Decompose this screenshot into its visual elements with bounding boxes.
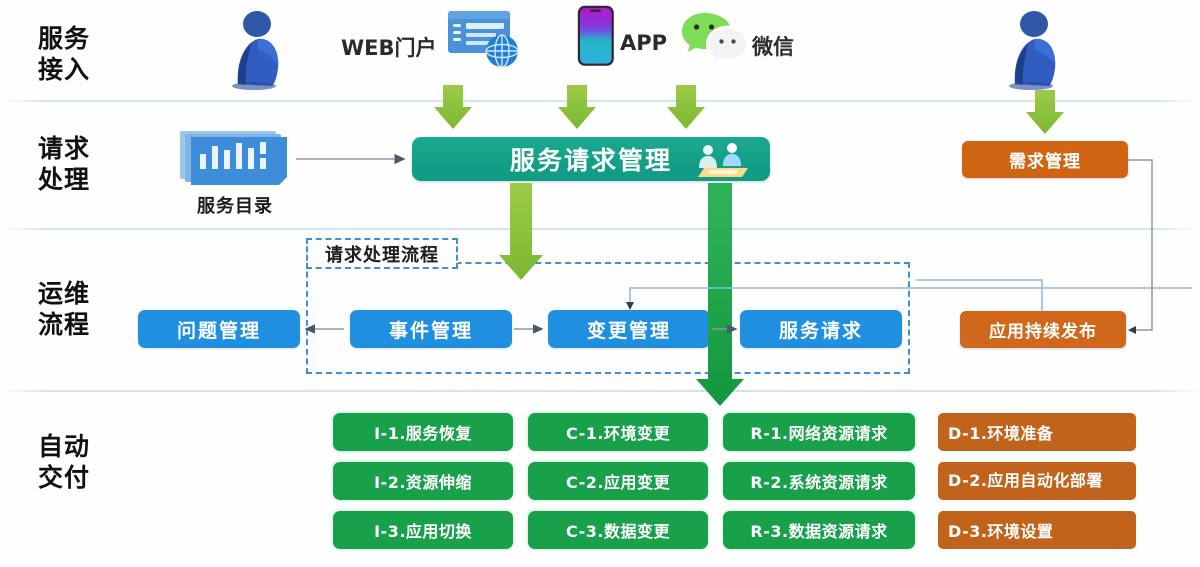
continuous-release-box[interactable]: 应用持续发布 (960, 311, 1126, 348)
requirement-management-label: 需求管理 (1009, 152, 1081, 172)
auto-cell[interactable]: D-1.环境准备 (938, 413, 1136, 451)
auto-cell[interactable]: C-3.数据变更 (528, 511, 708, 549)
auto-cell[interactable]: R-1.网络资源请求 (723, 413, 915, 451)
channel-label-wechat: 微信 (752, 35, 794, 59)
auto-cell-label: I-1.服务恢复 (374, 424, 472, 443)
auto-cell-label: R-3.数据资源请求 (750, 522, 888, 541)
connector-requirement-to-release (1128, 159, 1153, 334)
divider-request-ops (0, 228, 1200, 230)
auto-cell-label: C-3.数据变更 (566, 522, 670, 541)
auto-cell-label: C-2.应用变更 (566, 473, 670, 492)
incident-management-box[interactable]: 事件管理 (350, 310, 512, 348)
auto-cell-label: I-3.应用切换 (374, 522, 472, 541)
request-process-group-label: 请求处理流程 (325, 244, 439, 266)
auto-cell-label: D-1.环境准备 (948, 424, 1054, 443)
support-team-icon (690, 140, 754, 180)
smartphone-icon (577, 5, 615, 67)
auto-cell[interactable]: R-2.系统资源请求 (723, 462, 915, 500)
service-request-box[interactable]: 服务请求 (740, 310, 902, 348)
arrow-wechat-to-srm (667, 85, 705, 129)
auto-cell[interactable]: R-3.数据资源请求 (723, 511, 915, 549)
problem-management-box[interactable]: 问题管理 (138, 310, 300, 348)
request-process-group (306, 262, 910, 374)
person-icon (995, 8, 1065, 90)
auto-cell[interactable]: C-1.环境变更 (528, 413, 708, 451)
auto-cell[interactable]: D-2.应用自动化部署 (938, 462, 1136, 500)
auto-cell[interactable]: I-2.资源伸缩 (333, 462, 513, 500)
divider-access-request (0, 100, 1200, 102)
auto-cell[interactable]: I-3.应用切换 (333, 511, 513, 549)
arrow-web-to-srm (434, 85, 472, 129)
row-label-access: 服务 接入 (38, 24, 91, 84)
auto-cell-label: R-2.系统资源请求 (750, 473, 888, 492)
change-management-label: 变更管理 (586, 319, 671, 342)
wechat-bubble-icon (680, 10, 748, 62)
channel-label-web-portal: WEB门户 (341, 36, 437, 60)
divider-ops-auto (0, 390, 1200, 392)
channel-label-app: APP (620, 31, 668, 55)
row-label-request: 请求 处理 (38, 134, 91, 194)
auto-cell-label: C-1.环境变更 (566, 424, 670, 443)
auto-cell-label: D-3.环境设置 (948, 522, 1054, 541)
stacked-documents-icon (178, 128, 292, 190)
auto-cell-label: I-2.资源伸缩 (374, 473, 472, 492)
requirement-management-box[interactable]: 需求管理 (962, 141, 1128, 178)
auto-cell-label: R-1.网络资源请求 (750, 424, 888, 443)
row-label-ops: 运维 流程 (38, 279, 91, 339)
browser-window-icon (447, 8, 527, 70)
change-management-box[interactable]: 变更管理 (548, 310, 710, 348)
request-process-group-label-tab: 请求处理流程 (306, 238, 458, 269)
auto-cell[interactable]: D-3.环境设置 (938, 511, 1136, 549)
problem-management-label: 问题管理 (176, 319, 261, 342)
service-request-management-label: 服务请求管理 (509, 146, 672, 175)
arrow-user-to-requirement (1026, 90, 1064, 134)
service-catalog-label: 服务目录 (197, 196, 273, 217)
row-label-auto: 自动 交付 (38, 432, 91, 492)
connector-release-to-group (916, 279, 1043, 311)
arrow-app-to-srm (558, 85, 596, 129)
service-request-label: 服务请求 (778, 319, 863, 342)
incident-management-label: 事件管理 (388, 319, 473, 342)
person-icon (218, 8, 288, 90)
continuous-release-label: 应用持续发布 (989, 322, 1097, 342)
auto-cell[interactable]: C-2.应用变更 (528, 462, 708, 500)
auto-cell[interactable]: I-1.服务恢复 (333, 413, 513, 451)
auto-cell-label: D-2.应用自动化部署 (948, 471, 1103, 490)
